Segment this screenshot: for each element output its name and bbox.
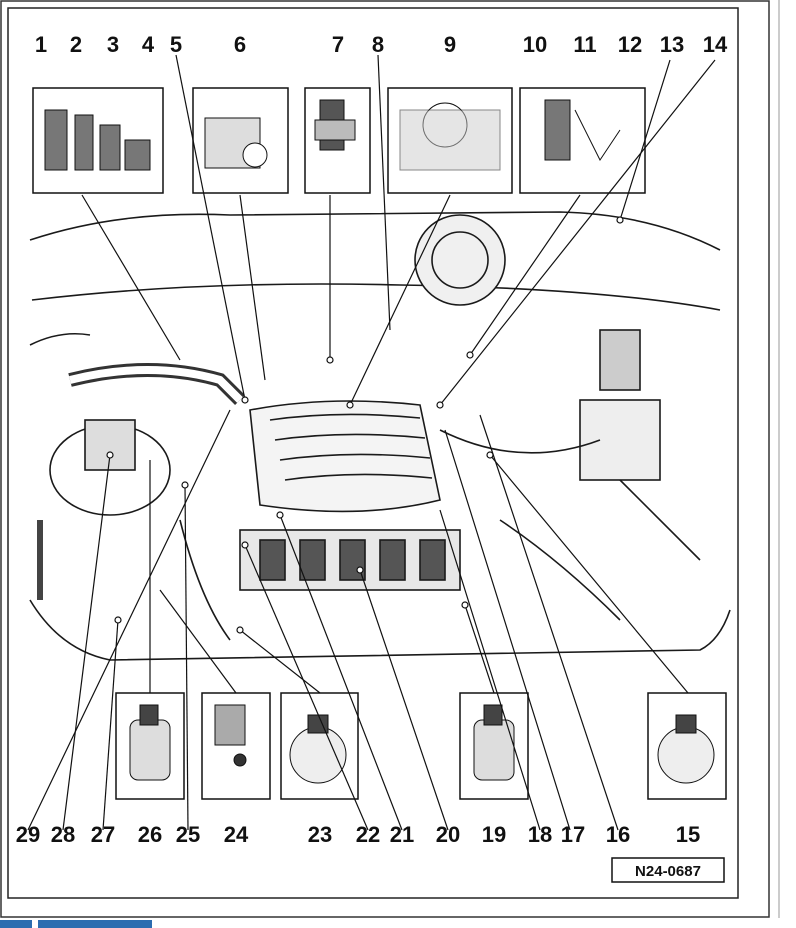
- bottom-callout-numbers: 29 28 27 26 25 24 23 22 21 20 19 18 17 1…: [16, 822, 700, 847]
- callout-28: 28: [51, 822, 75, 847]
- callout-2: 2: [70, 32, 82, 57]
- leader-lines: [27, 54, 716, 831]
- callout-7: 7: [332, 32, 344, 57]
- callout-1: 1: [35, 32, 47, 57]
- outer-frame: [0, 0, 770, 918]
- callout-5: 5: [170, 32, 182, 57]
- callout-16: 16: [606, 822, 630, 847]
- callout-23: 23: [308, 822, 332, 847]
- callout-29: 29: [16, 822, 40, 847]
- bottom-accent-bar-right: [38, 920, 152, 928]
- engine-bay-illustration: [29, 211, 731, 661]
- callout-9: 9: [444, 32, 456, 57]
- callout-22: 22: [356, 822, 380, 847]
- bottom-accent-bar-left: [0, 920, 32, 928]
- diagram-id-box: [611, 857, 725, 883]
- callout-17: 17: [561, 822, 585, 847]
- callout-10: 10: [523, 32, 547, 57]
- inner-frame: [7, 7, 739, 899]
- callout-21: 21: [390, 822, 414, 847]
- callout-19: 19: [482, 822, 506, 847]
- callout-27: 27: [91, 822, 115, 847]
- callout-6: 6: [234, 32, 246, 57]
- inset-10-12: [519, 87, 646, 194]
- inset-sketches-top: [44, 99, 621, 171]
- top-callout-numbers: 1 2 3 4 5 6 7 8 9 10 11 12 13 14: [35, 32, 728, 57]
- callout-14: 14: [703, 32, 728, 57]
- callout-26: 26: [138, 822, 162, 847]
- callout-20: 20: [436, 822, 460, 847]
- inset-boxes-bottom: [115, 692, 727, 800]
- callout-15: 15: [676, 822, 700, 847]
- callout-3: 3: [107, 32, 119, 57]
- inset-sketches-bottom: [129, 704, 715, 784]
- callout-24: 24: [224, 822, 249, 847]
- callout-8: 8: [372, 32, 384, 57]
- callout-12: 12: [618, 32, 642, 57]
- callout-25: 25: [176, 822, 200, 847]
- callout-11: 11: [573, 32, 596, 57]
- callout-4: 4: [142, 32, 155, 57]
- diagram-id: N24-0687: [635, 863, 701, 880]
- callout-dots: [106, 216, 624, 634]
- callout-13: 13: [660, 32, 684, 57]
- callout-18: 18: [528, 822, 552, 847]
